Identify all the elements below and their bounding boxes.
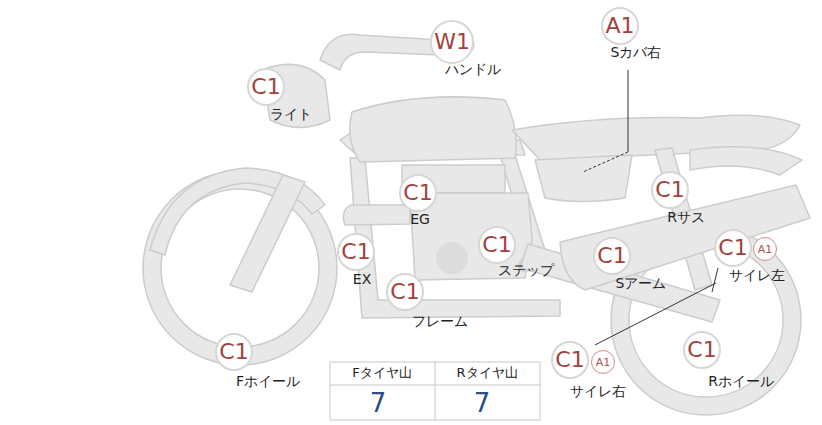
callout-code: A1	[758, 244, 773, 255]
part-name: Sアーム	[616, 276, 667, 291]
callout-circle: C1	[683, 331, 721, 369]
table-header: Rタイヤ山	[456, 366, 517, 380]
callout-code: C1	[718, 237, 747, 259]
callout-code: A1	[605, 15, 634, 37]
callout-code: C1	[341, 241, 370, 263]
part-name: EG	[410, 212, 430, 227]
callout-circle: A1	[601, 7, 639, 45]
part-name: フレーム	[412, 314, 468, 329]
callout-code: C1	[687, 339, 716, 361]
part-name: Fホイール	[236, 374, 300, 389]
callout-circle: C1	[478, 226, 516, 264]
part-name: Rサス	[667, 210, 705, 225]
callout-circle: C1	[551, 341, 589, 379]
callout-code: C1	[403, 182, 432, 204]
callout-code: A1	[596, 357, 611, 368]
callout-circle: C1	[337, 233, 375, 271]
callout-code: W1	[434, 31, 470, 53]
part-name: EX	[353, 272, 371, 287]
callout-code: C1	[555, 349, 584, 371]
callout-circle: C1	[399, 174, 437, 212]
table-header: Fタイヤ山	[352, 366, 411, 380]
callout-code: C1	[219, 341, 248, 363]
part-name: ハンドル	[445, 62, 501, 77]
callout-code: C1	[251, 76, 280, 98]
sub-callout-circle: A1	[753, 237, 777, 261]
table-value: 7	[474, 389, 491, 418]
callout-circle: C1	[593, 237, 631, 275]
table-value: 7	[370, 389, 387, 418]
part-name: ライト	[270, 107, 312, 122]
sub-callout-circle: A1	[591, 350, 615, 374]
callout-code: C1	[390, 281, 419, 303]
callout-circle: C1	[386, 273, 424, 311]
part-name: Sカバ右	[611, 45, 662, 60]
callout-circle: C1	[714, 229, 752, 267]
callout-code: C1	[597, 245, 626, 267]
part-name: Rホイール	[708, 374, 774, 389]
part-name: サイレ左	[729, 268, 785, 283]
callout-circle: C1	[215, 333, 253, 371]
callout-circle: W1	[430, 20, 474, 64]
callout-circle: C1	[651, 171, 689, 209]
part-name: サイレ右	[570, 384, 626, 399]
callout-circle: C1	[247, 68, 285, 106]
part-name: ステップ	[498, 263, 554, 278]
callout-code: C1	[655, 179, 684, 201]
callout-code: C1	[482, 234, 511, 256]
